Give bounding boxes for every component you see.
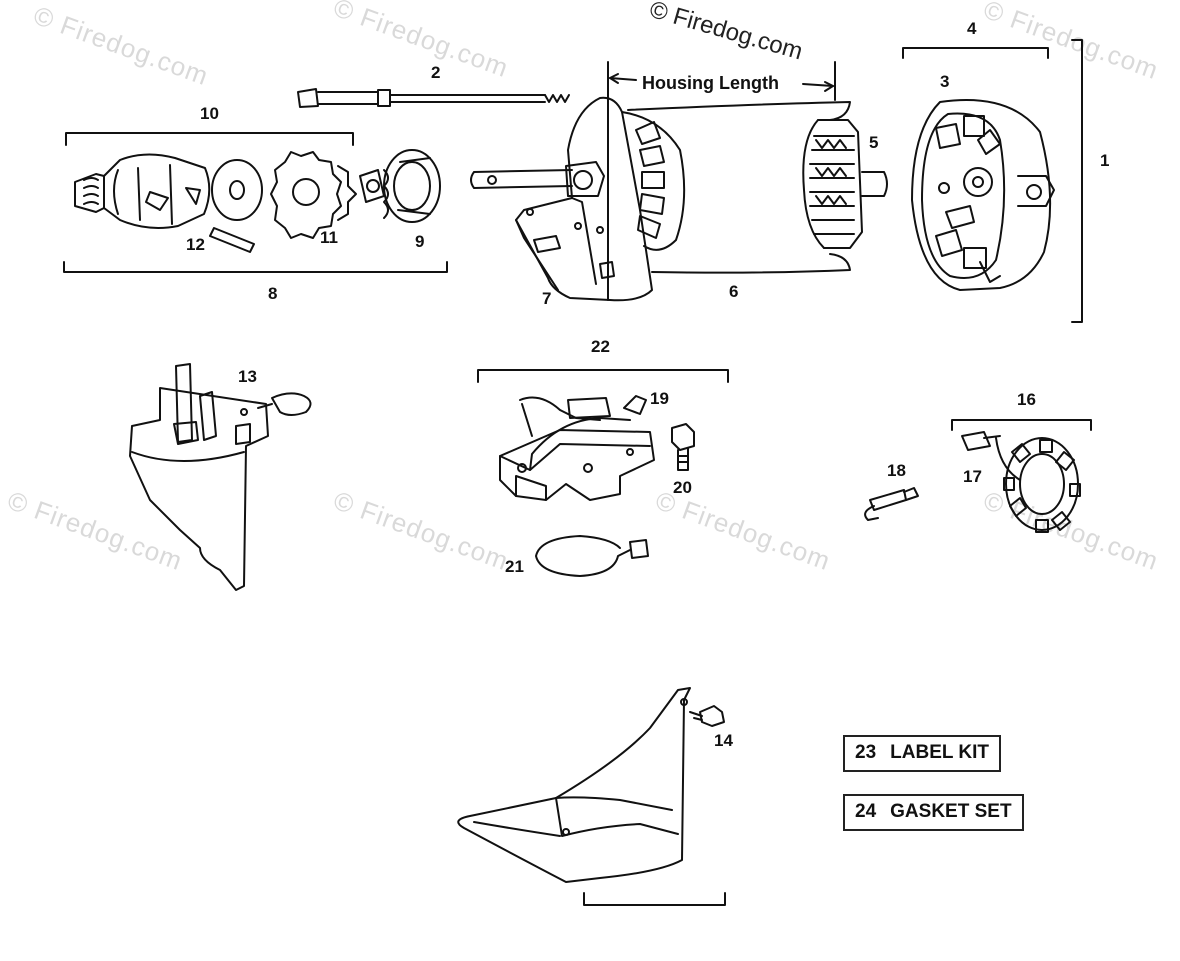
callout-12: 12 — [186, 235, 205, 254]
housing-length-label: Housing Length — [640, 73, 781, 94]
callout-17: 17 — [963, 467, 982, 486]
bracket-22 — [477, 369, 729, 383]
callout-7: 7 — [542, 289, 552, 308]
callout-1: 1 — [1100, 151, 1110, 170]
part-17-stator — [961, 431, 1081, 533]
housing-length-dimension — [607, 61, 836, 301]
part-10-drive-assembly — [74, 153, 211, 229]
callout-13: 13 — [238, 367, 257, 386]
part-13-shroud — [129, 363, 312, 591]
gasket-set-box: 24 GASKET SET — [843, 794, 1024, 831]
callout-18: 18 — [887, 461, 906, 480]
callout-8: 8 — [268, 284, 278, 303]
callout-21: 21 — [505, 557, 524, 576]
callout-11: 11 — [320, 228, 338, 247]
washer — [211, 159, 263, 221]
part-22-switch-assembly — [499, 395, 655, 501]
part-5-commutator — [802, 119, 888, 249]
callout-10: 10 — [200, 104, 219, 123]
bracket-8 — [63, 261, 448, 273]
callout-3: 3 — [940, 72, 950, 91]
callout-2: 2 — [431, 63, 441, 82]
label-kit-label: LABEL KIT — [890, 742, 990, 763]
part-6-armature-windings — [621, 101, 851, 274]
label-kit-box: 23 LABEL KIT — [843, 735, 1002, 772]
callout-9: 9 — [415, 232, 425, 251]
part-3-end-cap — [911, 99, 1055, 291]
bracket-16 — [951, 419, 1092, 431]
part-21-wire — [535, 535, 649, 577]
callout-5: 5 — [869, 133, 879, 152]
part-20-bolt — [671, 423, 695, 471]
label-kit-number: 23 — [855, 742, 877, 763]
gasket-set-label: GASKET SET — [890, 801, 1012, 822]
part-11-pinion-gear — [270, 151, 357, 239]
bracket-4 — [902, 47, 1049, 59]
bracket-1 — [1071, 39, 1083, 323]
callout-20: 20 — [673, 478, 692, 497]
gasket-set-number: 24 — [855, 801, 877, 822]
callout-22: 22 — [591, 337, 610, 356]
callout-16: 16 — [1017, 390, 1036, 409]
part-14-screw — [689, 705, 725, 727]
part-12-key — [209, 227, 255, 253]
part-7-drive-end-frame — [470, 96, 653, 302]
bracket-10 — [65, 132, 354, 146]
callout-14: 14 — [714, 731, 733, 750]
callout-6: 6 — [729, 282, 739, 301]
part-9-spring-cup — [359, 149, 441, 223]
part-2-through-bolt — [297, 88, 570, 108]
part-15-lower-shroud — [457, 687, 691, 883]
callout-19: 19 — [650, 389, 669, 408]
part-18-clip — [864, 487, 919, 521]
callout-4: 4 — [967, 19, 977, 38]
bracket-15 — [583, 892, 726, 906]
